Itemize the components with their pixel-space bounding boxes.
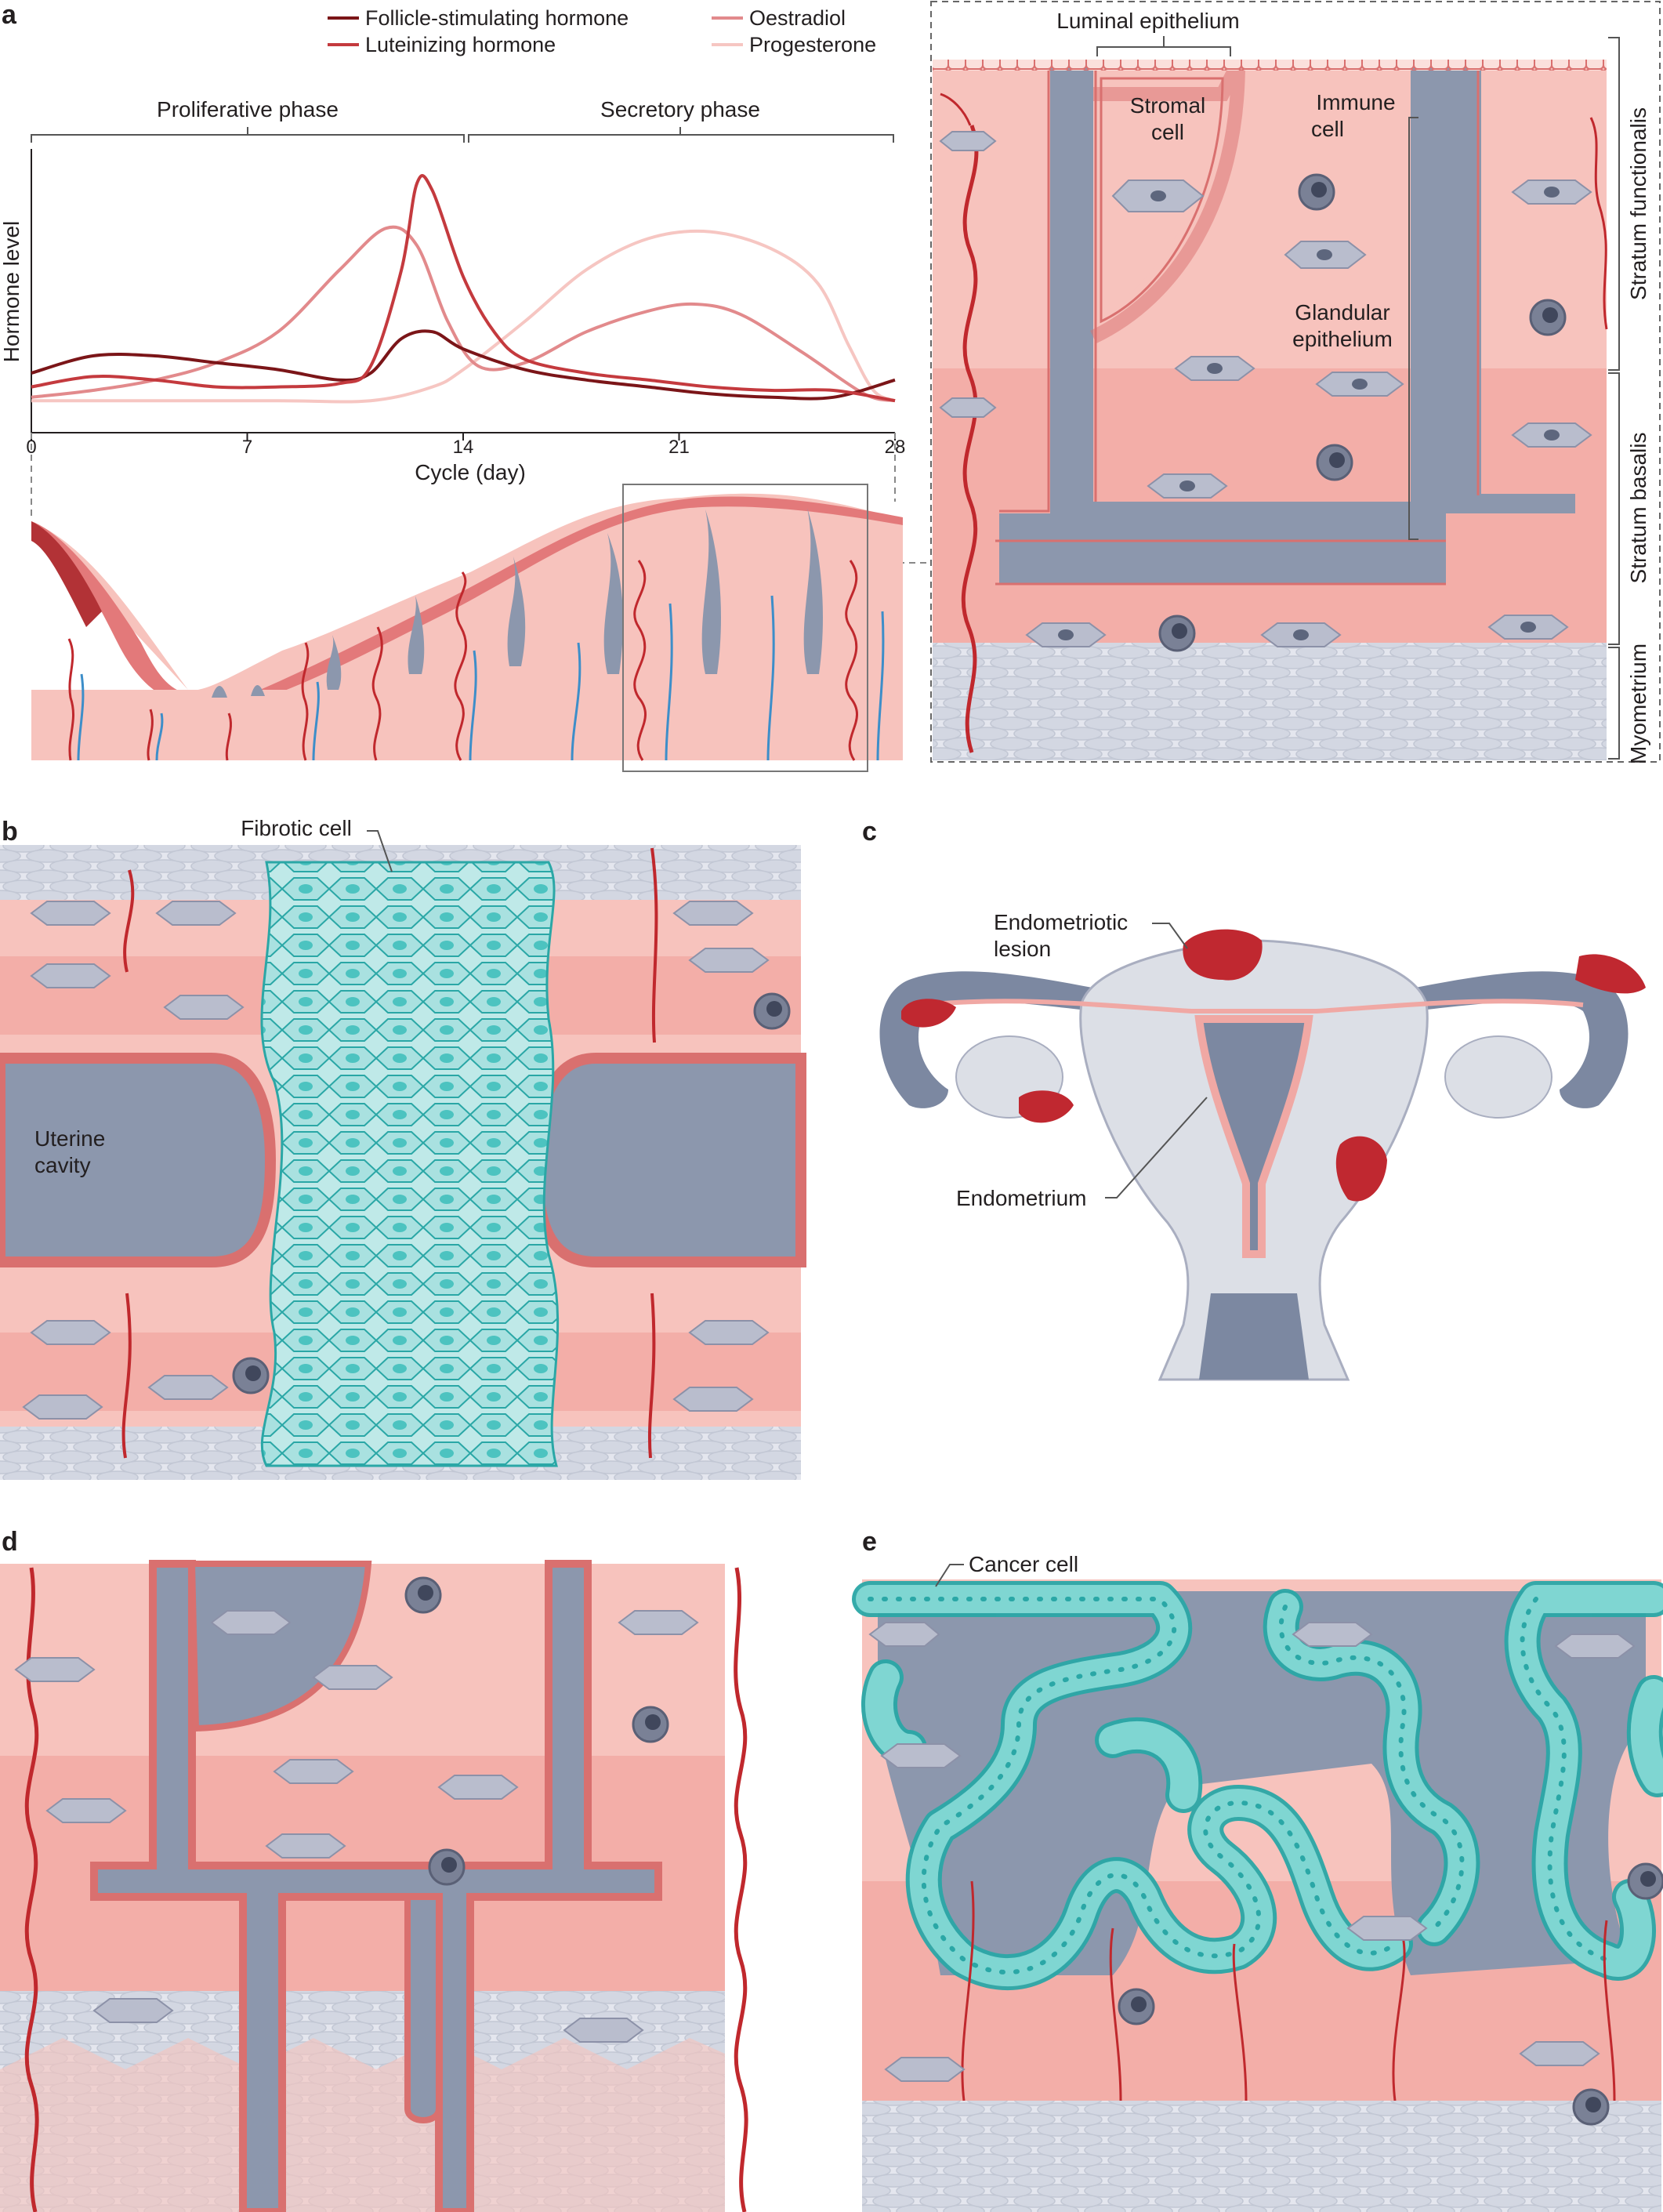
right-ovary [1445, 1036, 1552, 1118]
panel-letter-e: e [862, 1527, 877, 1557]
x-ticks: 07142128 [26, 433, 905, 458]
secretory-phase-label: Secretory phase [600, 97, 760, 121]
luminal-epithelium-cells [933, 60, 1607, 71]
panel-letter-b: b [2, 817, 18, 847]
panel-letter-d: d [2, 1527, 18, 1557]
panel-letter-c: c [862, 817, 877, 847]
legend-label-oestradiol: Oestradiol [749, 6, 846, 30]
fibrotic-tissue [262, 862, 558, 1466]
myometrium-label: Myometrium [1626, 644, 1650, 764]
myometrium-layer [933, 643, 1607, 760]
panel-d-adenomyosis [0, 1564, 746, 2212]
endometrium-cross-section [31, 494, 903, 760]
glandular-epithelium-label-2: epithelium [1292, 327, 1393, 351]
x-tick-label: 14 [453, 437, 474, 458]
x-tick-label: 21 [668, 437, 690, 458]
stratum-basalis-label: Stratum basalis [1626, 433, 1650, 584]
uterine-cavity-label-2: cavity [34, 1153, 91, 1177]
phase-brackets: Proliferative phase Secretory phase [31, 97, 893, 143]
series-lines [31, 176, 895, 401]
series-line-follicle-stimulating-hormone [31, 331, 895, 398]
legend-label-fsh: Follicle-stimulating hormone [365, 6, 629, 30]
proliferative-bracket [31, 135, 464, 143]
legend-label-lh: Luteinizing hormone [365, 33, 556, 56]
series-line-oestradiol [31, 227, 895, 401]
panel-e-cancer: Cancer cell [862, 1552, 1663, 2212]
stratum-functionalis-label: Stratum functionalis [1626, 107, 1650, 300]
x-tick-label: 7 [242, 437, 252, 458]
endometriotic-lesion-label-1: Endometriotic [994, 910, 1128, 934]
proliferative-phase-label: Proliferative phase [157, 97, 339, 121]
immune-cell-label-1: Immune [1316, 90, 1395, 114]
legend-label-progesterone: Progesterone [749, 33, 876, 56]
panel-b-fibrosis: Fibrotic cell Uterine cavity [0, 816, 801, 1480]
series-line-progesterone [31, 231, 895, 402]
series-line-luteinizing-hormone [31, 176, 895, 401]
zoomed-endometrium: Luminal epithelium Stromal cell Immune c… [931, 2, 1660, 764]
stromal-cell-label-2: cell [1151, 120, 1184, 144]
x-axis-label: Cycle (day) [415, 460, 526, 484]
cervical-canal [1199, 1293, 1309, 1380]
endometrium-label: Endometrium [956, 1186, 1087, 1210]
immune-cell-label-2: cell [1311, 117, 1344, 141]
luminal-epithelium-label: Luminal epithelium [1056, 9, 1239, 33]
stromal-cell-label-1: Stromal [1130, 93, 1205, 118]
cancer-cell-label: Cancer cell [969, 1552, 1078, 1576]
panel-letter-a: a [2, 0, 17, 30]
uterine-cavity-label-1: Uterine [34, 1126, 105, 1151]
panel-c-uterus: Endometriotic lesion Endometrium [880, 910, 1647, 1380]
fibrotic-cell-label: Fibrotic cell [241, 816, 352, 840]
endometriotic-lesion-label-2: lesion [994, 937, 1051, 961]
secretory-bracket [469, 135, 893, 143]
glandular-epithelium-label-1: Glandular [1295, 300, 1389, 325]
chart-legend: Follicle-stimulating hormone Luteinizing… [328, 6, 876, 56]
hormone-chart: Hormone level Cycle (day) 07142128 [0, 149, 905, 484]
uterine-cavity-right [537, 1058, 801, 1262]
y-axis-label: Hormone level [0, 221, 24, 363]
